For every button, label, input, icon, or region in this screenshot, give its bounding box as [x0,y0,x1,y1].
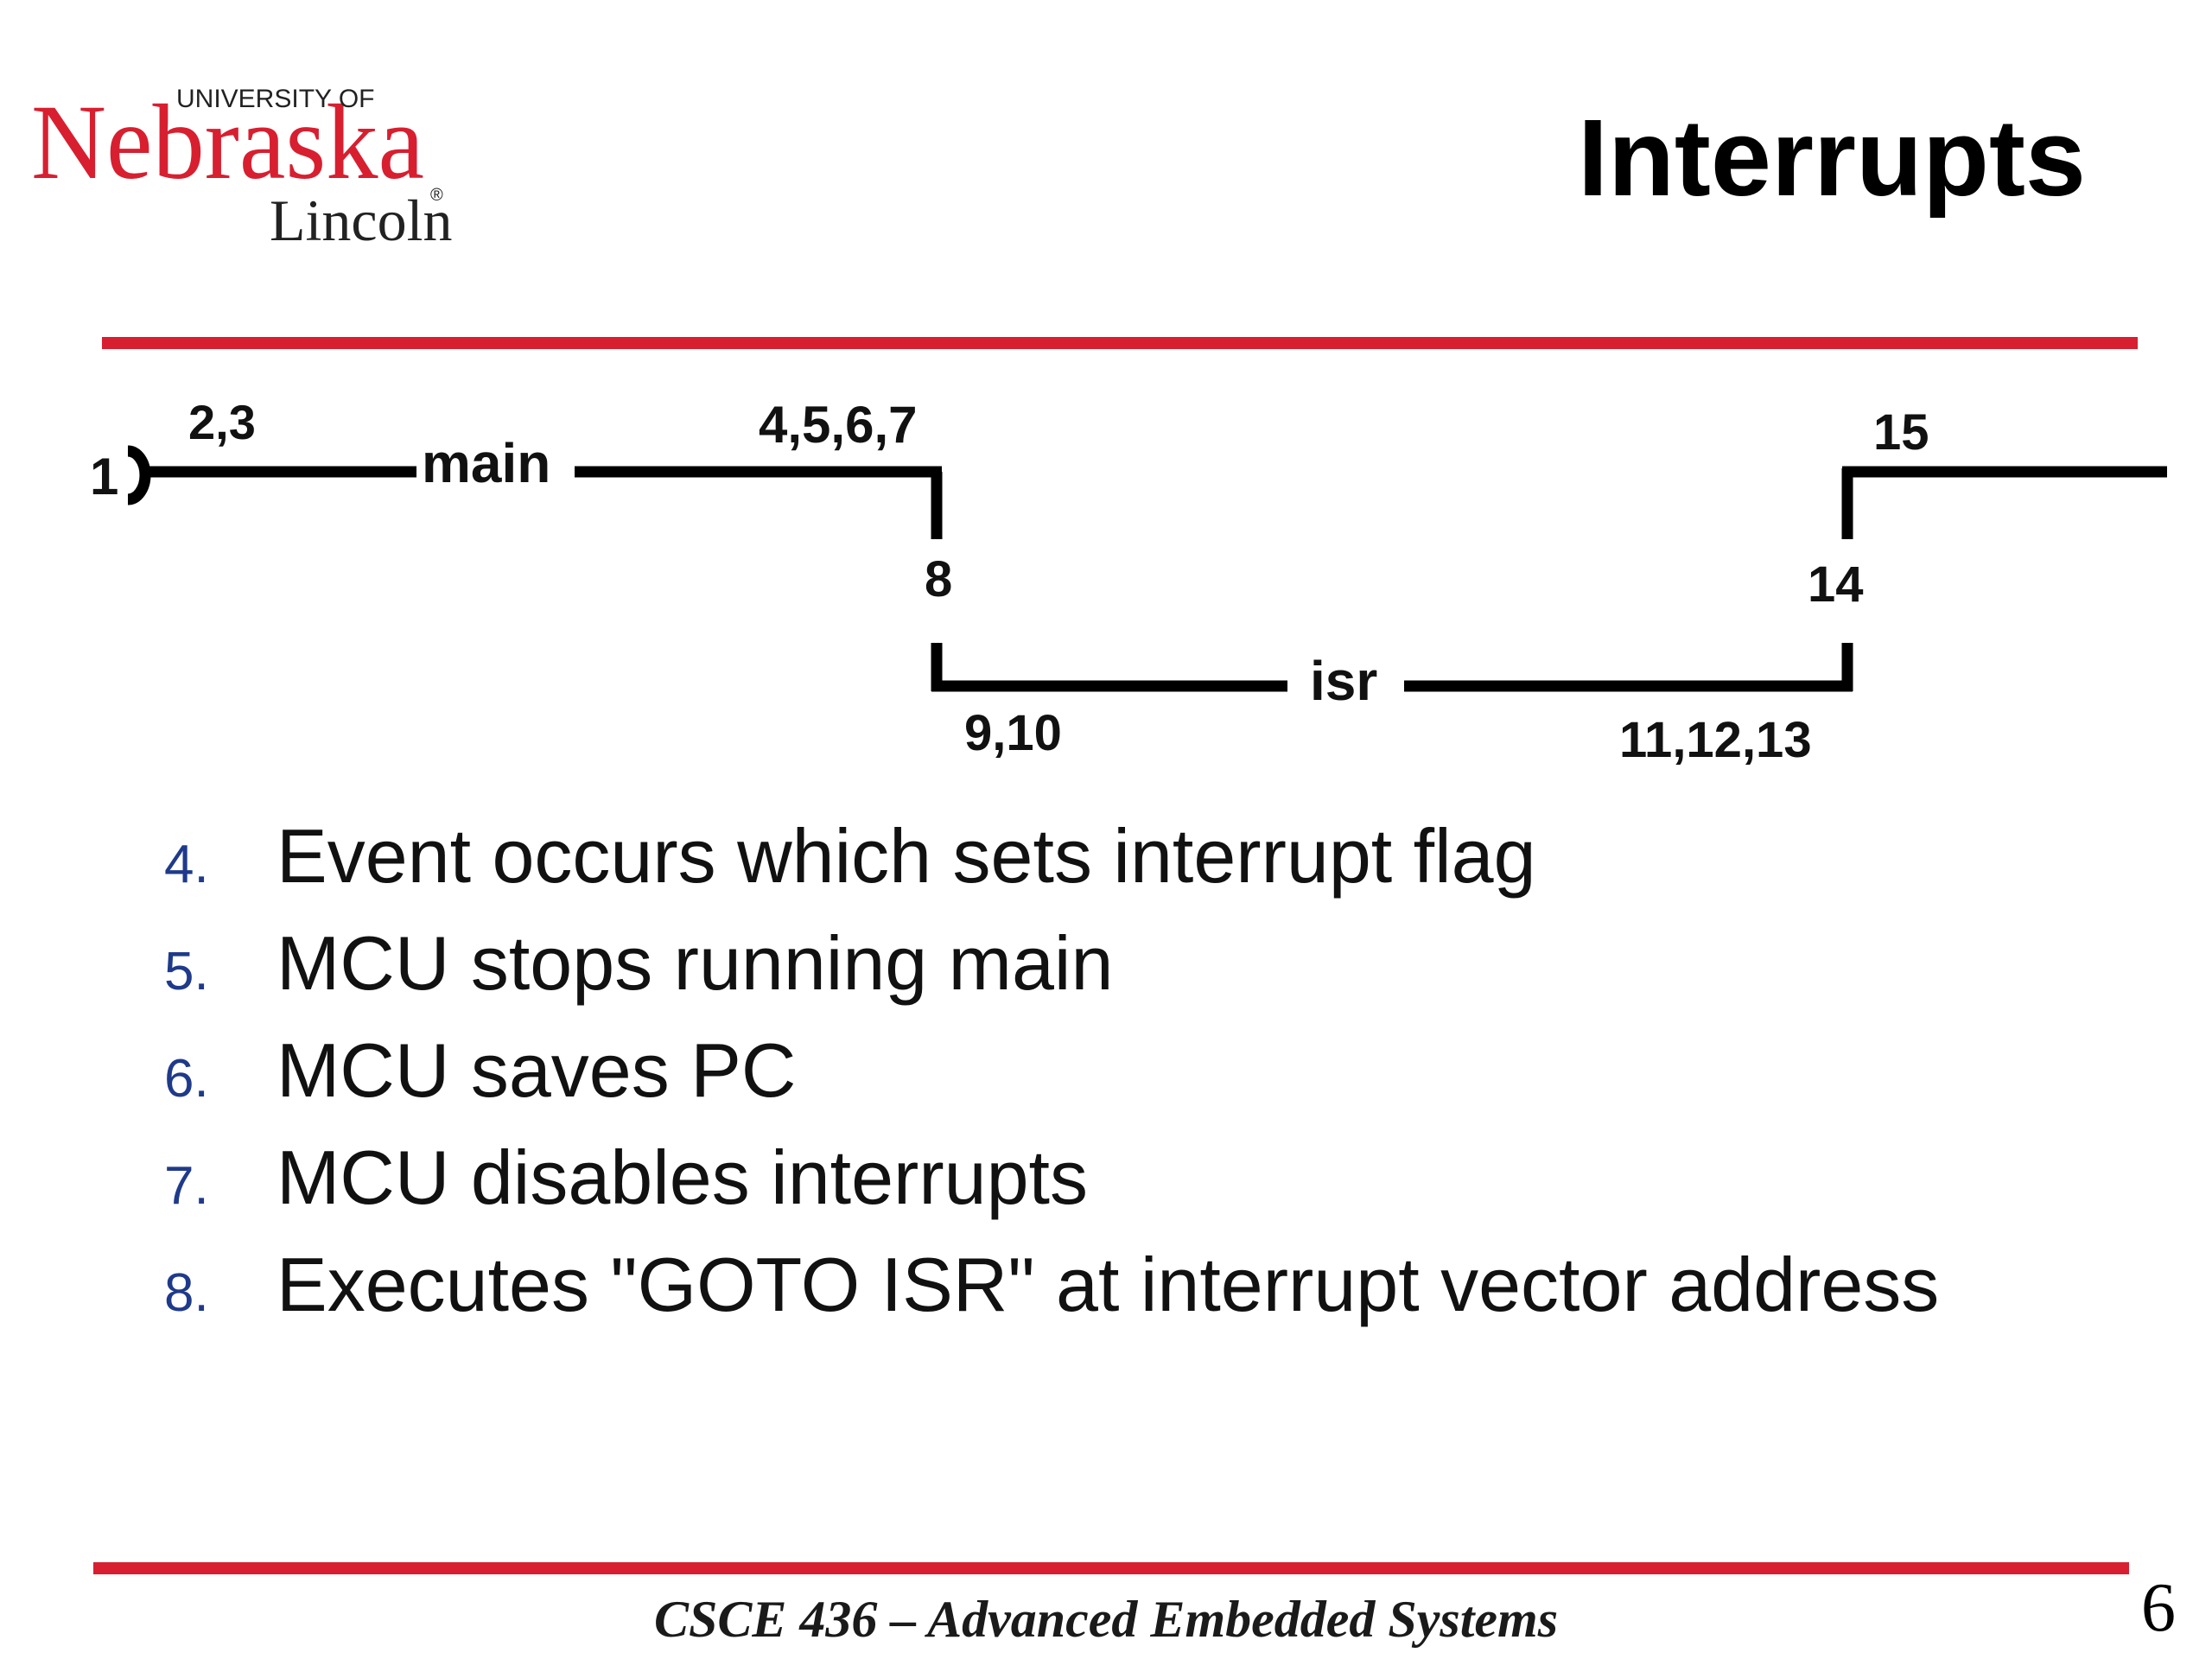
step-text: Event occurs which sets interrupt flag [276,813,1536,899]
slide-title: Interrupts [1577,97,2086,219]
top-divider [102,337,2138,349]
label-main: main [422,432,550,494]
logo-university-of: UNIVERSITY OF [176,85,374,113]
label-11-12-13: 11,12,13 [1619,712,1812,768]
course-footer: CSCE 436 – Advanced Embedded Systems [653,1591,1559,1648]
label-14: 14 [1808,556,1864,613]
label-isr: isr [1310,650,1377,712]
label-8: 8 [925,551,952,607]
bottom-divider [93,1562,2129,1574]
step-text: MCU disables interrupts [276,1135,1088,1220]
label-15: 15 [1873,404,1929,461]
start-bracket [127,445,151,505]
label-2-3: 2,3 [188,395,256,449]
step-text: MCU stops running main [276,920,1114,1006]
logo-registered-mark: ® [430,186,443,205]
steps-list: 4. Event occurs which sets interrupt fla… [164,812,1939,1348]
university-of-nebraska-lincoln-logo: Nebraska UNIVERSITY OF Lincoln ® [31,83,453,253]
label-start-1: 1 [90,448,118,505]
interrupt-timeline-diagram: 1 2,3 main 4,5,6,7 8 9,10 isr 11,12,13 1… [90,395,2167,768]
list-item: 6. MCU saves PC [164,1027,1939,1134]
list-item: 5. MCU stops running main [164,919,1939,1027]
label-4-5-6-7: 4,5,6,7 [759,396,918,454]
logo-lincoln: Lincoln [270,188,453,253]
step-text: Executes "GOTO ISR" at interrupt vector … [276,1242,1940,1327]
step-number: 7. [164,1156,209,1216]
step-text: MCU saves PC [276,1027,797,1113]
step-number: 8. [164,1263,209,1323]
label-9-10: 9,10 [964,705,1062,761]
step-number: 6. [164,1049,209,1109]
step-number: 4. [164,835,209,894]
list-item: 7. MCU disables interrupts [164,1134,1939,1241]
list-item: 8. Executes "GOTO ISR" at interrupt vect… [164,1241,1939,1348]
logo-nebraska: Nebraska [31,83,424,201]
step-number: 5. [164,942,209,1001]
list-item: 4. Event occurs which sets interrupt fla… [164,812,1939,919]
page-number: 6 [2141,1570,2176,1646]
